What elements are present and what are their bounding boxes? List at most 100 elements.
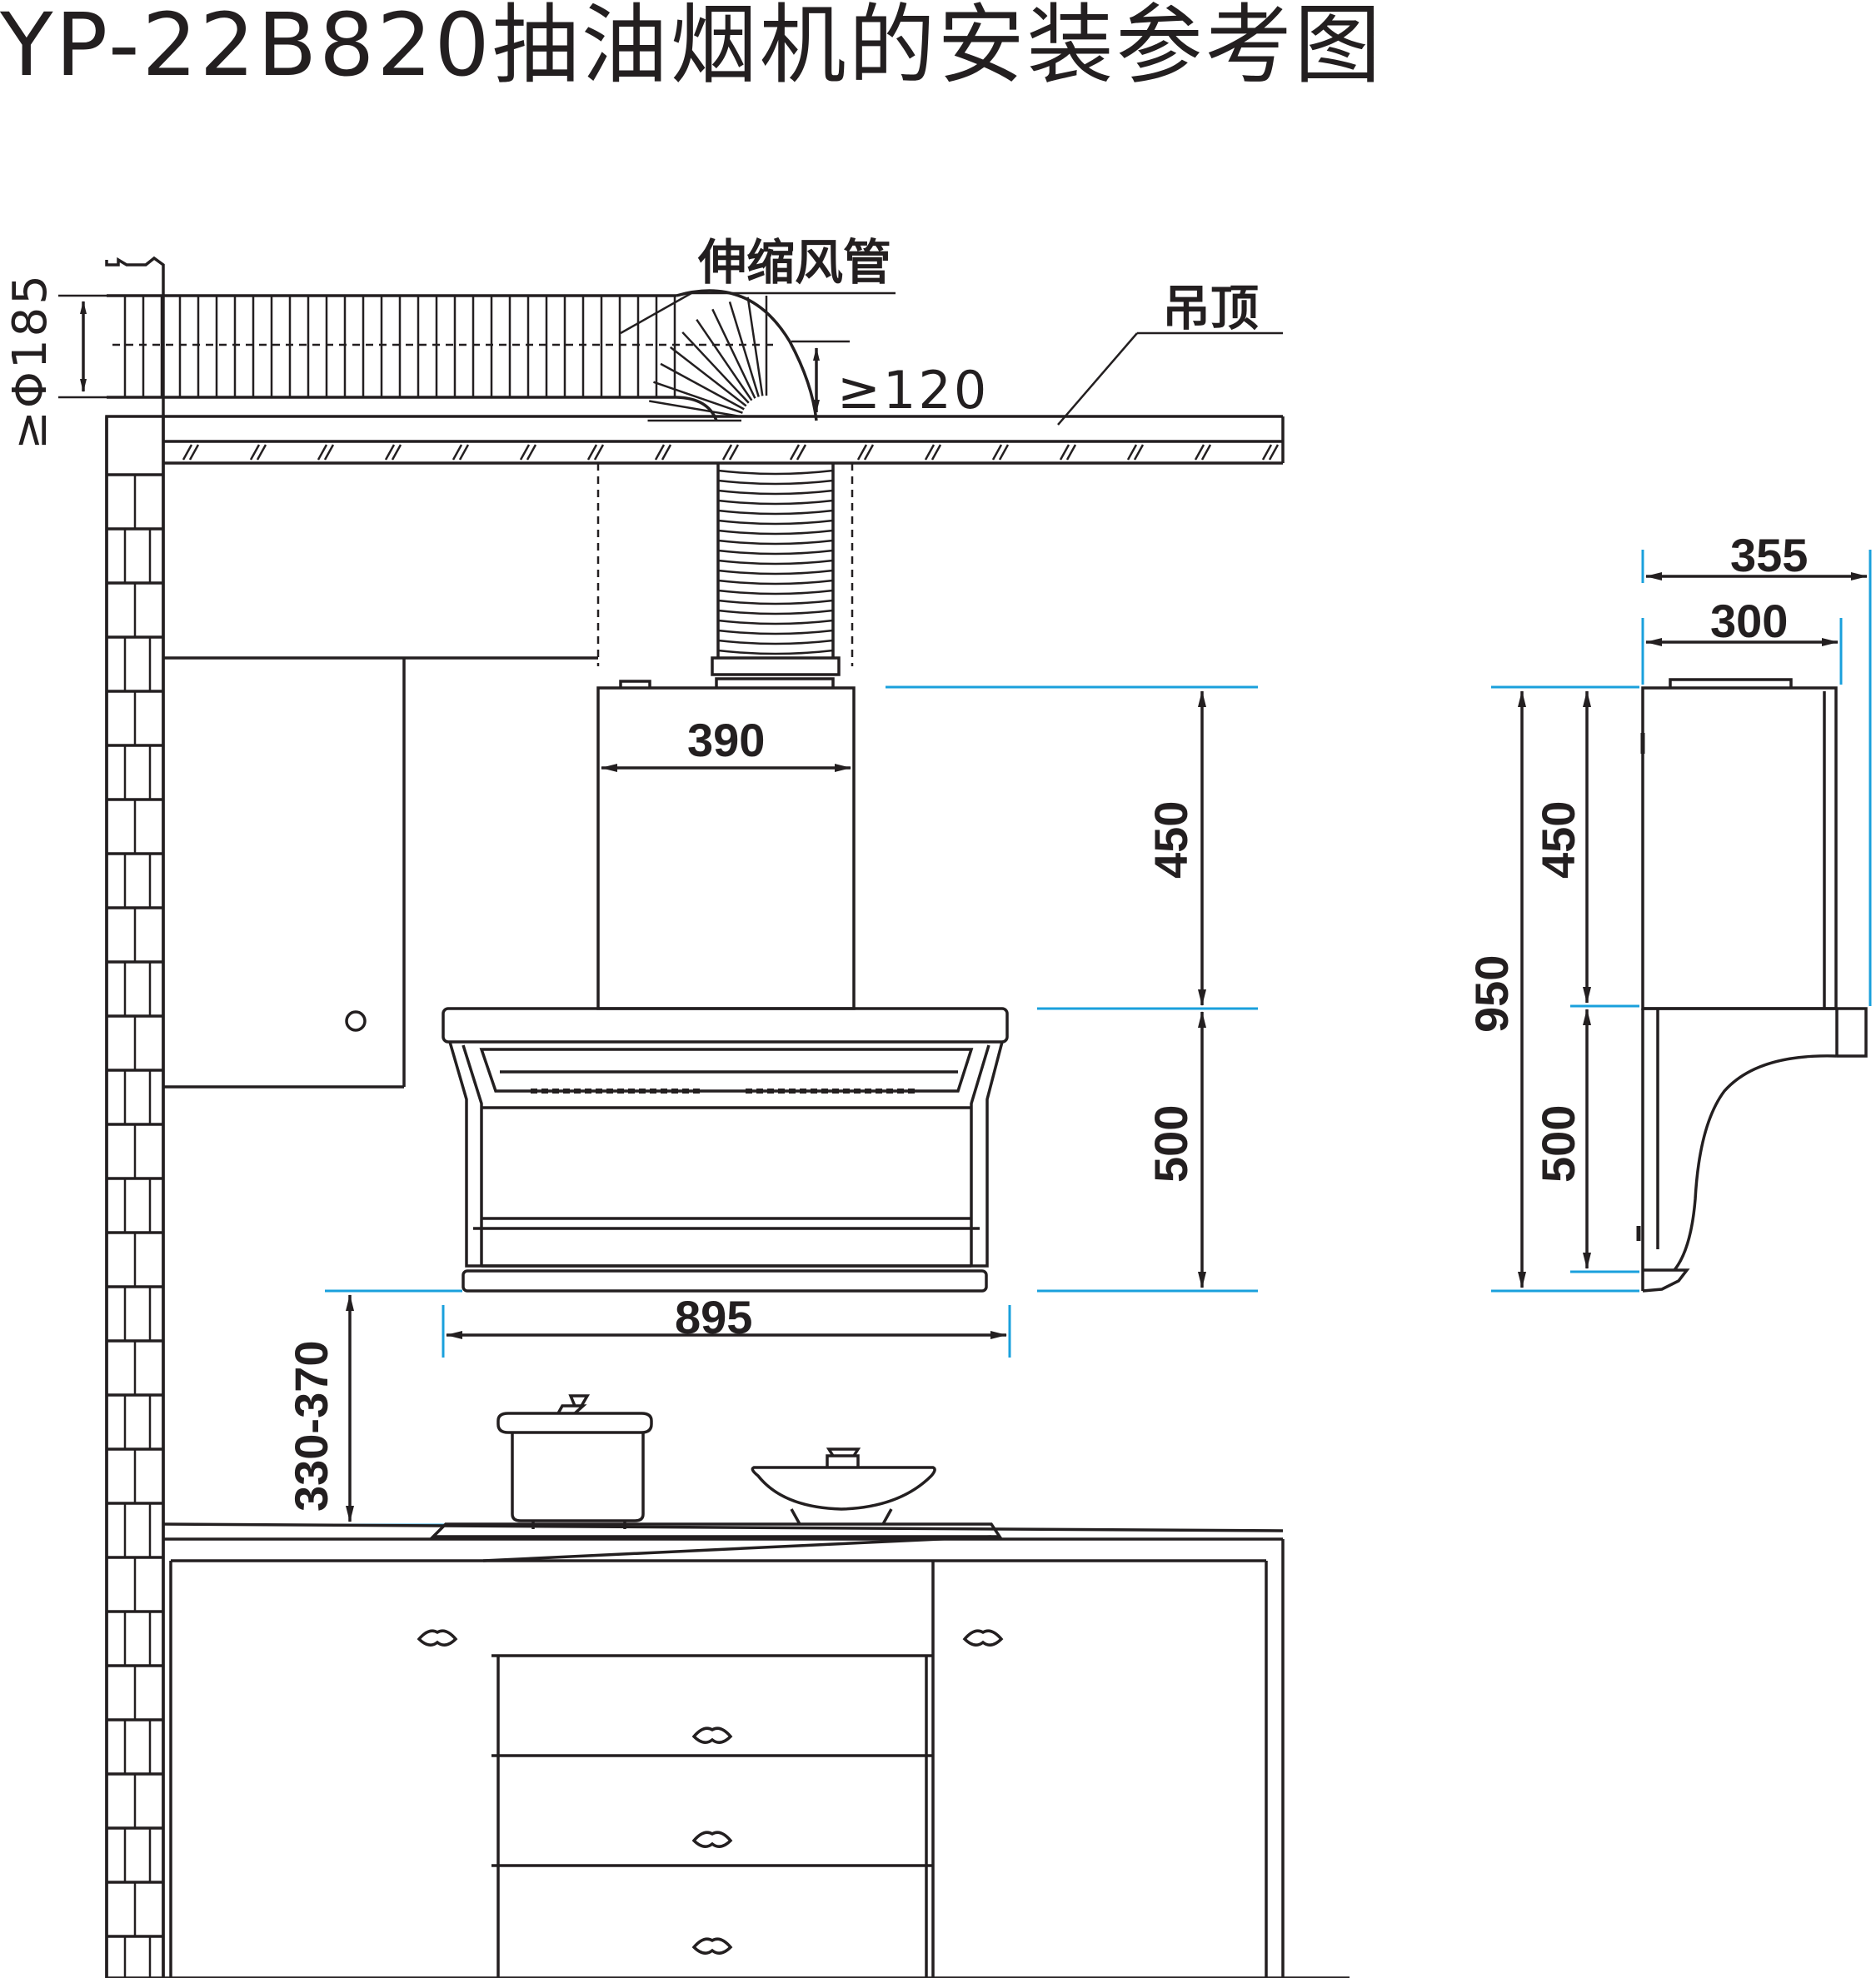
vent-slot: [541, 1089, 548, 1094]
elbow-rib: [649, 400, 742, 418]
flex-duct-callout: 伸缩风管: [620, 234, 896, 335]
elbow-rib: [696, 318, 753, 401]
elbow-rib: [728, 301, 760, 397]
flex-duct-elbow: ≥120: [647, 289, 986, 422]
vent-slot: [767, 1089, 774, 1094]
depth-body-label: 300: [1710, 595, 1788, 647]
range-hood-front: [442, 677, 1009, 1293]
chimney-height-side-label: 450: [1532, 801, 1584, 879]
cabinet-handle-icon: [962, 1629, 1004, 1647]
hatch-mark: [856, 444, 868, 461]
hatch-mark: [452, 444, 463, 461]
hood-width-dimension: 895: [442, 1291, 1011, 1358]
vent-slot: [854, 1089, 861, 1094]
hatch-mark: [998, 444, 1010, 461]
hatch-mark: [519, 444, 531, 461]
vent-slot: [789, 1089, 796, 1094]
vertical-duct-rib: [717, 549, 834, 556]
hatch-mark: [1194, 444, 1205, 461]
vertical-duct-rib: [717, 529, 834, 536]
hood-width-label: 895: [675, 1291, 752, 1343]
hatch-mark: [991, 444, 1003, 461]
ceiling-label: 吊顶: [1162, 280, 1259, 336]
ceiling-callout: 吊顶: [1057, 280, 1283, 426]
hatch-mark: [654, 444, 666, 461]
chimney-width-label: 390: [687, 714, 765, 766]
elbow-rib: [711, 308, 756, 399]
hatch-mark: [182, 444, 193, 461]
side-height-dimensions: 950 450 500: [1465, 685, 1639, 1293]
cabinet-knob-icon: [345, 1010, 367, 1032]
vent-slot: [832, 1089, 839, 1094]
vent-slot: [671, 1089, 678, 1094]
hatch-mark: [384, 444, 396, 461]
vent-slot: [639, 1089, 646, 1094]
gas-stove-icon: [429, 1522, 1003, 1562]
duct-diameter-dimension: ≥Φ185: [3, 272, 112, 450]
range-hood-side: [1636, 678, 1868, 1293]
vent-slot: [531, 1089, 537, 1094]
cabinet-handle-icon: [691, 1937, 733, 1955]
brick-wall: [105, 296, 165, 1978]
vertical-duct-rib: [717, 559, 834, 565]
cabinet-handle-icon: [691, 1831, 733, 1848]
vertical-duct-rib: [717, 649, 834, 655]
elbow-rib: [681, 331, 750, 404]
vertical-duct-rib: [717, 539, 834, 546]
hatch-mark: [1126, 444, 1138, 461]
depth-total-label: 355: [1730, 529, 1808, 581]
hatch-mark: [188, 444, 200, 461]
vent-slot: [865, 1089, 871, 1094]
vent-slot: [886, 1089, 893, 1094]
hatch-mark: [1059, 444, 1070, 461]
hood-height-side-label: 500: [1532, 1105, 1584, 1183]
hatch-mark: [728, 444, 740, 461]
vertical-flex-duct: [596, 463, 854, 676]
vertical-duct-rib: [717, 579, 834, 585]
vent-slot: [574, 1089, 581, 1094]
hatch-mark: [931, 444, 942, 461]
vent-slot: [596, 1089, 602, 1094]
vent-slot: [821, 1089, 828, 1094]
vent-slot: [628, 1089, 635, 1094]
hatch-mark: [249, 444, 261, 461]
vertical-duct-rib: [717, 629, 834, 635]
vertical-duct-rib: [717, 519, 834, 526]
vertical-duct-rib: [717, 569, 834, 575]
vertical-duct-rib: [717, 599, 834, 605]
cabinet-handle-icon: [691, 1726, 733, 1744]
hatch-mark: [1065, 444, 1077, 461]
elbow-rib: [746, 296, 764, 396]
hatch-mark: [924, 444, 936, 461]
hatch-mark: [721, 444, 733, 461]
side-depth-dimensions: 355 300: [1641, 529, 1872, 1006]
vent-slot: [650, 1089, 656, 1094]
cabinet-handle-icon: [417, 1629, 458, 1647]
vent-slot: [746, 1089, 752, 1094]
vent-slot: [811, 1089, 817, 1094]
hatch-mark: [593, 444, 605, 461]
chimney-width-dimension: 390: [601, 714, 851, 772]
wok-icon: [751, 1447, 936, 1525]
vertical-duct-rib: [717, 609, 834, 615]
vent-slot: [552, 1089, 559, 1094]
vent-slot: [693, 1089, 700, 1094]
vent-slot: [563, 1089, 570, 1094]
hatch-mark: [526, 444, 537, 461]
flex-duct-label: 伸缩风管: [697, 234, 891, 291]
page-title: YP-22B820抽油烟机的安装参考图: [0, 0, 1384, 96]
hatch-mark: [323, 444, 335, 461]
vertical-duct-rib: [717, 639, 834, 645]
vertical-duct-rib: [717, 469, 834, 476]
duct-diameter-label: ≥Φ185: [3, 272, 57, 450]
hatch-mark: [863, 444, 875, 461]
elbow-rib: [653, 381, 743, 414]
vent-slot: [778, 1089, 785, 1094]
hatch-mark: [1133, 444, 1145, 461]
elbow-rib: [669, 346, 747, 407]
hatch-mark: [391, 444, 402, 461]
hatch-mark: [661, 444, 672, 461]
vent-slot: [606, 1089, 613, 1094]
install-height-dimension: 330-370: [285, 1289, 462, 1527]
